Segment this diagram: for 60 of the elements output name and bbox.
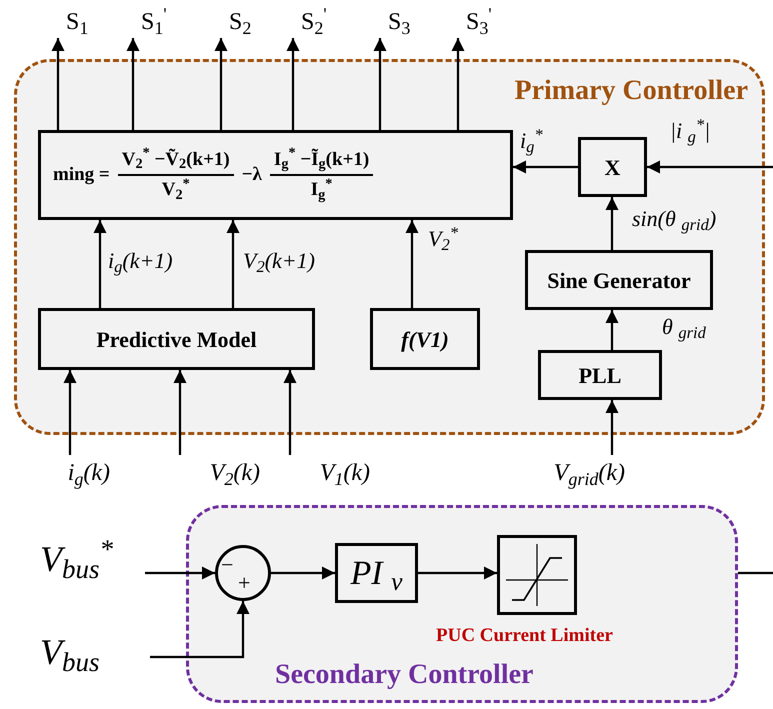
- block-caption: PUC Current Limiter: [436, 624, 613, 648]
- sign-symbol: −: [221, 554, 234, 576]
- signal-label: i$_{g}$(k): [68, 459, 110, 491]
- arrow: [51, 38, 65, 130]
- edge-label: i$_{g}$(k+1): [108, 247, 173, 277]
- formula-text: V$_{2}$$^{*}$ −Ṽ$_{2}$(k+1): [118, 146, 234, 176]
- block-label: Sine Generator: [547, 266, 691, 294]
- signal-label: S$_{1}$: [66, 8, 88, 40]
- signal-label: S$_{3}$: [388, 8, 410, 40]
- signal-label: V$_{2}$(k): [210, 459, 260, 490]
- controller-box: [335, 543, 418, 603]
- signal-label: V$_{1}$(k): [320, 459, 370, 490]
- arrow: [93, 220, 107, 308]
- edge-label: sin(θ $_{grid}$): [632, 205, 716, 235]
- signal-label: V$_{grid}$(k): [554, 459, 625, 491]
- arrow: [271, 566, 335, 580]
- arrow: [513, 160, 578, 174]
- process-box: [38, 308, 315, 370]
- formula-text: −λ: [242, 162, 262, 187]
- process-box: [538, 350, 662, 400]
- formula-text: ming =: [53, 162, 110, 187]
- formula-text: I$_{g}$$^{*}$ −Ĩ$_{g}$(k+1): [270, 146, 374, 176]
- arrow: [605, 400, 619, 455]
- region-title: Primary Controller: [514, 74, 748, 108]
- block-label: X: [604, 154, 620, 182]
- arrow: [214, 38, 228, 130]
- block-label: Predictive Model: [96, 326, 257, 354]
- signal-label: S$_{2}$: [229, 8, 252, 40]
- arrow: [226, 220, 240, 308]
- block-label: PLL: [578, 362, 622, 390]
- controller-region: [186, 505, 738, 703]
- function-box: [370, 308, 480, 370]
- arrow: [647, 160, 773, 174]
- arrow: [63, 370, 77, 455]
- sign-symbol: +: [238, 572, 250, 594]
- connector-line: [738, 572, 773, 574]
- block-label: PI $_{v}$: [350, 554, 402, 598]
- summing-junction: [215, 545, 271, 601]
- process-box: [525, 250, 713, 310]
- arrow: [145, 566, 215, 580]
- multiplier-box: [578, 137, 647, 197]
- arrow: [373, 38, 387, 130]
- arrow: [605, 310, 619, 350]
- arrow: [126, 38, 140, 130]
- arrow: [605, 197, 619, 250]
- block-label: f(V1): [401, 326, 449, 354]
- edge-label: |i $_{g}$$^{*}$|: [670, 114, 710, 147]
- signal-label: V$_{bus}$: [40, 631, 100, 679]
- edge-label: θ $_{grid}$: [662, 313, 706, 343]
- arrow: [286, 38, 300, 130]
- arrow: [405, 220, 419, 308]
- arrow: [418, 566, 497, 580]
- region-title: Secondary Controller: [275, 658, 534, 692]
- controller-region: [14, 59, 765, 435]
- arrow: [451, 38, 465, 130]
- arrow: [283, 370, 297, 455]
- arrow: [173, 370, 187, 455]
- arrow: [150, 601, 250, 658]
- cost-function-box: [38, 130, 513, 220]
- edge-label: V$_{2}$(k+1): [243, 247, 315, 277]
